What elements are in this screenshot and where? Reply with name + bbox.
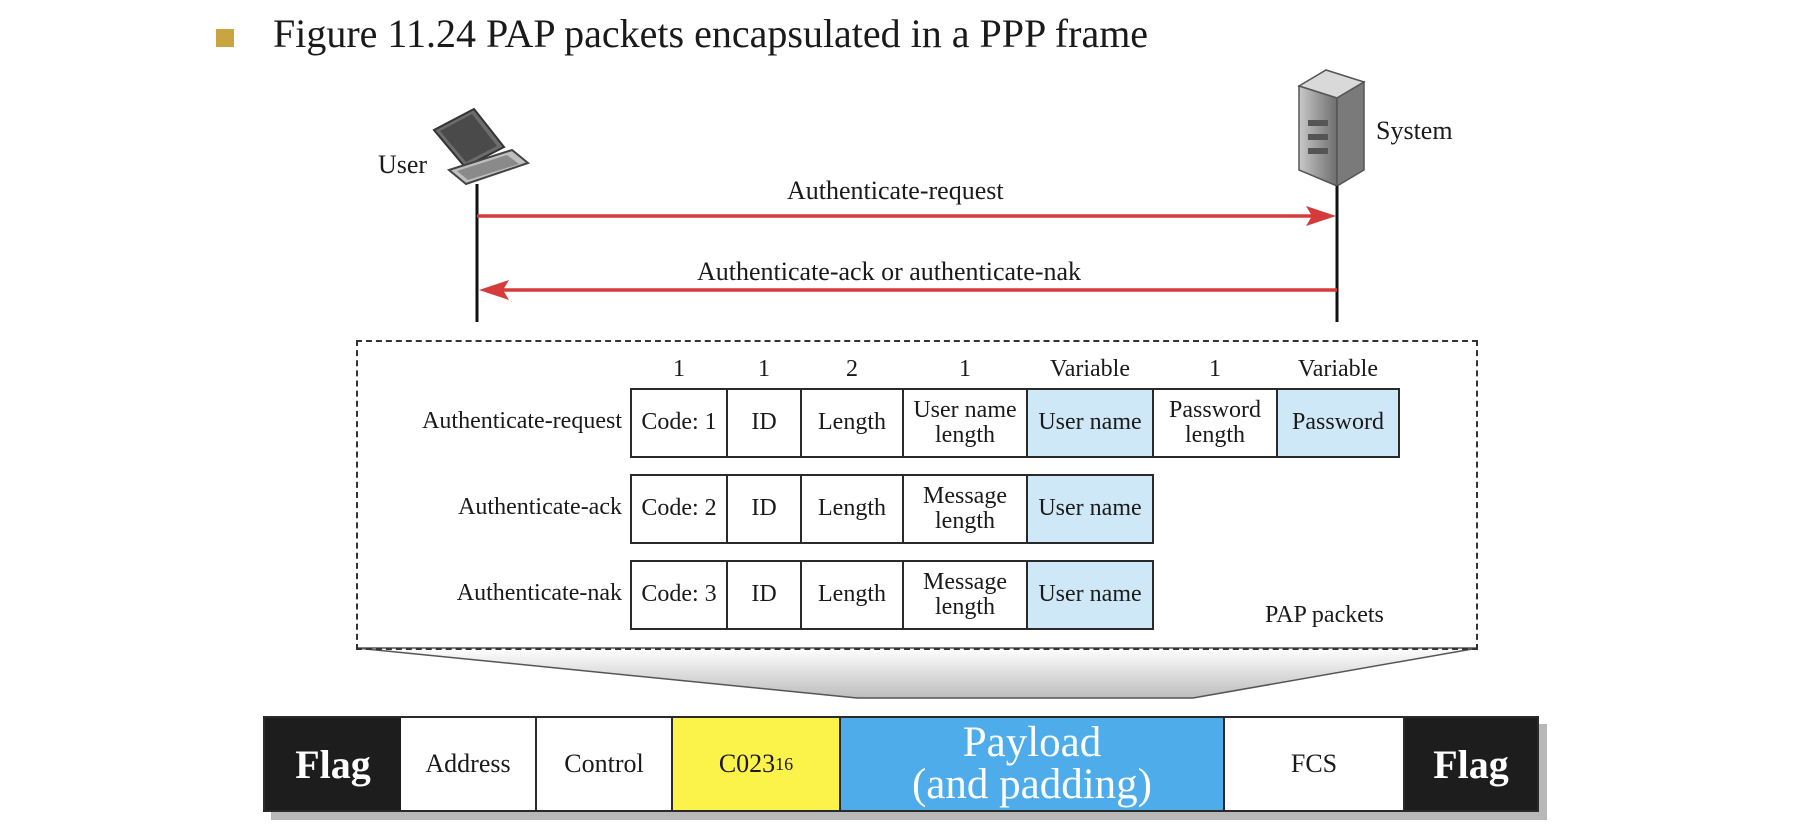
frame-address: Address (401, 718, 537, 810)
field-size: 1 (1209, 356, 1221, 382)
field-size: 2 (846, 356, 858, 382)
field-length: Length (800, 388, 904, 458)
field-password: Password (1276, 388, 1400, 458)
laptop-icon (432, 107, 531, 186)
field-user-name: User name (1026, 560, 1154, 630)
field-password-length: Password length (1152, 388, 1278, 458)
field-size: 1 (959, 356, 971, 382)
system-label: System (1376, 116, 1453, 145)
field-user-name-length: User name length (902, 388, 1028, 458)
protocol-value: C023 (718, 749, 776, 778)
field-length: Length (800, 474, 904, 544)
field-size: Variable (1298, 356, 1378, 382)
field-length: Length (800, 560, 904, 630)
figure-title: Figure 11.24 PAP packets encapsulated in… (273, 11, 1149, 56)
request-label: Authenticate-request (787, 176, 1004, 205)
request-arrow (477, 206, 1336, 226)
frame-fcs: FCS (1225, 718, 1405, 810)
field-size: 1 (758, 356, 770, 382)
encapsulation-funnel (355, 647, 1479, 699)
reply-label: Authenticate-ack or authenticate-nak (697, 257, 1082, 286)
frame-flag-end: Flag (1405, 718, 1537, 810)
field-code: Code: 2 (630, 474, 728, 544)
field-id: ID (726, 474, 802, 544)
pap-packets-box (356, 340, 1478, 650)
frame-payload: Payload (and padding) (841, 718, 1225, 810)
field-id: ID (726, 388, 802, 458)
field-user-name: User name (1026, 474, 1154, 544)
payload-line-1: Payload (962, 718, 1102, 766)
field-message-length: Message length (902, 474, 1028, 544)
packet-name-nak: Authenticate-nak (456, 580, 622, 606)
field-id: ID (726, 560, 802, 630)
field-user-name: User name (1026, 388, 1154, 458)
reply-arrow (479, 280, 1337, 300)
payload-line-2: (and padding) (911, 761, 1152, 808)
frame-flag-start: Flag (265, 718, 401, 810)
pap-packets-caption: PAP packets (1265, 602, 1384, 628)
field-message-length: Message length (902, 560, 1028, 630)
field-code: Code: 3 (630, 560, 728, 630)
server-icon (1297, 69, 1366, 188)
user-label: User (378, 150, 428, 179)
field-size: 1 (673, 356, 685, 382)
field-code: Code: 1 (630, 388, 728, 458)
packet-name-ack: Authenticate-ack (458, 494, 622, 520)
protocol-subscript: 16 (775, 753, 794, 774)
field-size: Variable (1050, 356, 1130, 382)
frame-control: Control (537, 718, 673, 810)
title-bullet (216, 29, 234, 47)
packet-name-request: Authenticate-request (422, 408, 622, 434)
